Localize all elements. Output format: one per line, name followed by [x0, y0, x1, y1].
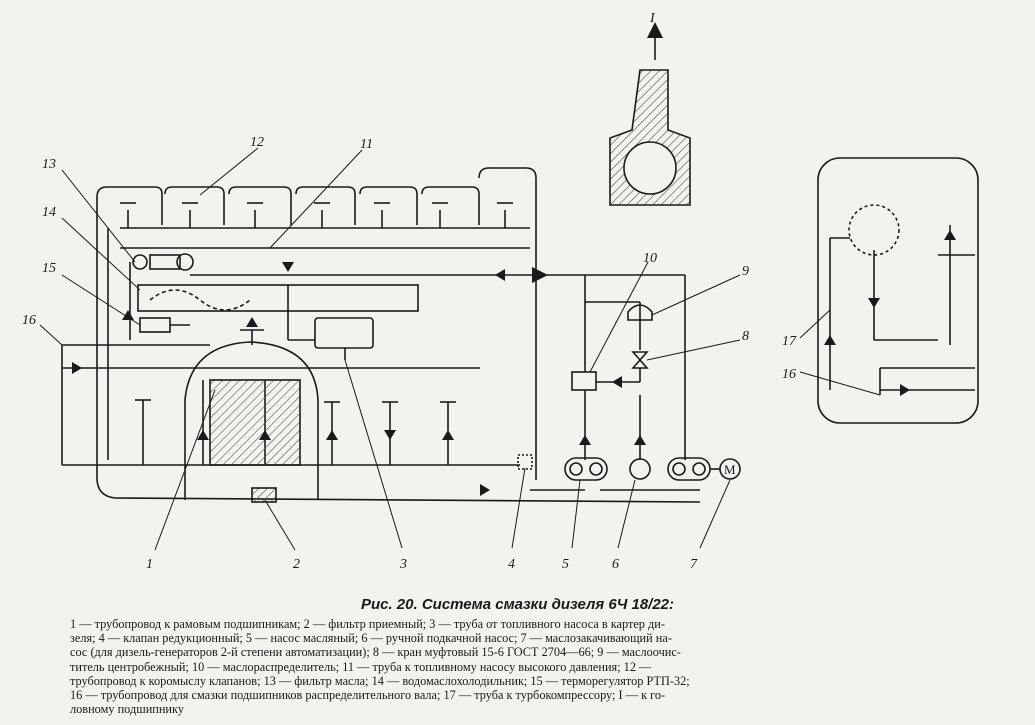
centrifuge [627, 304, 653, 321]
engine-housing-outline [96, 197, 701, 503]
callout-17: 17 [782, 334, 797, 349]
callout-I: I [649, 11, 656, 26]
callout-9: 9 [742, 264, 749, 279]
oil-distributor [571, 371, 597, 391]
oil-cooler [137, 284, 419, 312]
motor-letter: M [724, 462, 736, 477]
cylinder-head-outline [96, 167, 537, 480]
callout-leaders [39, 147, 881, 551]
figure-legend: 1 — трубопровод к рамовым подшипникам; 2… [70, 617, 965, 716]
callout-15: 15 [42, 261, 56, 276]
callout-10: 10 [643, 251, 657, 266]
lubrication-diagram: 12 11 13 14 15 16 10 9 8 1 2 3 4 5 6 7 1… [22, 11, 979, 572]
callout-12: 12 [250, 135, 264, 150]
reduction-valve [517, 454, 533, 470]
legend-line: трубопровод к коромыслу клапанов; 13 — ф… [70, 673, 690, 688]
callout-16-inset: 16 [782, 367, 796, 382]
oil-pump [564, 457, 608, 481]
flow-arrows [72, 230, 956, 496]
callout-5: 5 [562, 557, 569, 572]
thermoregulator [139, 317, 171, 333]
callout-1: 1 [146, 557, 153, 572]
callout-3: 3 [399, 557, 407, 572]
legend-line: титель центробежный; 10 — маслораспредел… [70, 659, 652, 674]
callout-14: 14 [42, 205, 56, 220]
callout-11: 11 [360, 137, 373, 152]
legend-line: 16 — трубопровод для смазки подшипников … [70, 688, 666, 703]
legend-line: 1 — трубопровод к рамовым подшипникам; 2… [70, 617, 665, 631]
legend-line: ловному подшипнику [70, 702, 184, 717]
rocker-drops [120, 202, 513, 228]
callout-4: 4 [508, 557, 515, 572]
oil-filter [132, 254, 148, 270]
inset-turbo-diagram [817, 157, 979, 424]
legend-line: зеля; 4 — клапан редукционный; 5 — насос… [70, 631, 672, 646]
legend-line: сос (для дизель-генераторов 2-й степени … [70, 645, 681, 660]
hand-pump [629, 458, 651, 480]
muff-valve [631, 351, 649, 369]
callout-8: 8 [742, 329, 749, 344]
callout-13: 13 [42, 157, 56, 172]
callout-6: 6 [612, 557, 619, 572]
crankcase-section [184, 341, 319, 500]
callout-7: 7 [690, 557, 698, 572]
oil-priming-pump [667, 457, 741, 481]
fuel-pump [314, 317, 374, 349]
figure-caption: Рис. 20. Система смазки дизеля 6Ч 18/22: [360, 596, 675, 613]
callout-16: 16 [22, 313, 36, 328]
callout-2: 2 [293, 557, 300, 572]
intake-filter [251, 487, 277, 503]
